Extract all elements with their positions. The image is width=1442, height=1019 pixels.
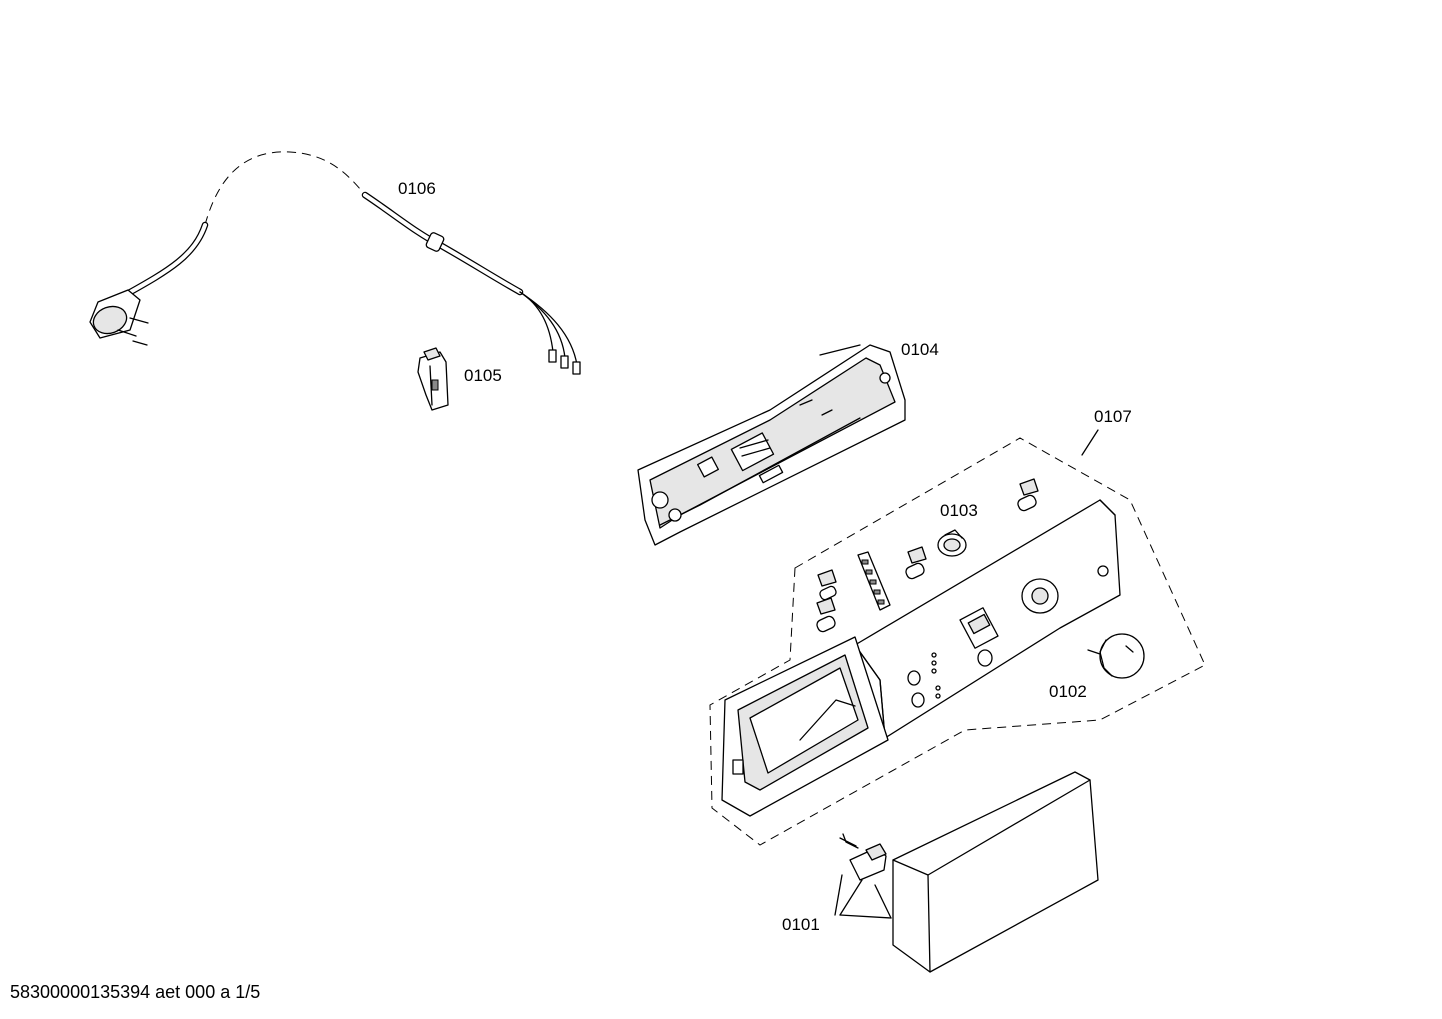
electronic-module-0104 <box>637 344 906 546</box>
callout-0103: 0103 <box>940 501 978 520</box>
assembly-boundary-0107 <box>709 437 1206 846</box>
power-cord-0106 <box>89 151 581 375</box>
callout-0105: 0105 <box>464 366 502 385</box>
callout-0104: 0104 <box>901 340 939 359</box>
callout-0102: 0102 <box>1049 682 1087 701</box>
push-keys <box>816 478 1039 633</box>
leader-0107 <box>1081 429 1099 456</box>
callout-0106: 0106 <box>398 179 436 198</box>
drawer-cover-0101 <box>892 771 1099 973</box>
callout-0101: 0101 <box>782 915 820 934</box>
document-code: 58300000135394 aet 000 a 1/5 <box>10 982 260 1002</box>
callout-0107: 0107 <box>1094 407 1132 426</box>
control-panel-fascia <box>854 499 1121 739</box>
rotary-part-0103 <box>937 529 967 557</box>
program-knob-0102 <box>1087 633 1145 679</box>
connector-0105 <box>417 347 449 411</box>
drawer-frame <box>721 636 889 817</box>
clip-and-screw <box>834 833 892 919</box>
